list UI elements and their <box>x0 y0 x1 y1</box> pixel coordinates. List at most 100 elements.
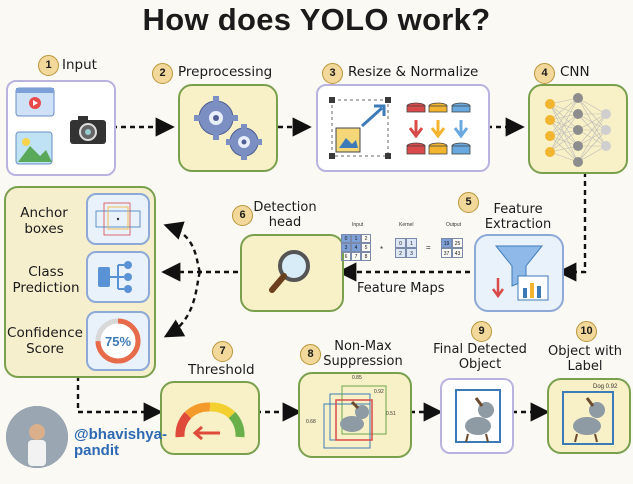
step-8-line2: Suppression <box>323 354 403 369</box>
step-1-label: Input <box>62 57 97 73</box>
class-line2: Prediction <box>12 280 80 296</box>
anchor-line1: Anchor <box>20 205 68 221</box>
step-1-badge: 1 <box>38 55 59 76</box>
fm-k-cell: 3 <box>406 248 417 258</box>
fm-in-cell: 6 <box>341 252 351 261</box>
confidence-line1: Confidence <box>7 325 83 341</box>
fm-star: * <box>380 245 384 254</box>
step-3-badge: 3 <box>322 63 343 84</box>
fm-k-cell: 2 <box>395 248 406 258</box>
funnel-chart-icon <box>491 245 549 301</box>
step-6-label: Detection head <box>250 200 320 230</box>
fm-k-cell: 0 <box>395 238 406 248</box>
confidence-gauge: 75% <box>95 318 141 364</box>
dog-labeled-icon <box>562 391 614 445</box>
threshold-gauge-icon <box>175 402 245 441</box>
class-prediction-card <box>86 251 150 303</box>
class-line1: Class <box>28 264 64 280</box>
fm-kernel-label: Kernel <box>399 222 414 228</box>
person-icon <box>6 406 68 468</box>
step-8-badge: 8 <box>300 344 321 365</box>
author-line2: pandit <box>74 442 119 459</box>
fm-in-cell: 7 <box>351 252 361 261</box>
fm-in-cell: 4 <box>351 243 361 252</box>
magnifier-icon <box>269 250 310 293</box>
step-2-label: Preprocessing <box>178 64 273 80</box>
preprocessing-card <box>178 84 278 172</box>
confidence-value: 75% <box>105 334 131 349</box>
author-avatar <box>6 406 68 468</box>
step-2-badge: 2 <box>152 63 173 84</box>
fm-input-matrix: 0 1 2 3 4 5 6 7 8 <box>341 234 371 261</box>
fm-in-cell: 5 <box>361 243 371 252</box>
neural-network-icon <box>545 93 611 167</box>
feature-extraction-card <box>474 234 564 312</box>
threshold-card <box>160 381 260 455</box>
nms-boxes-icon <box>323 385 387 449</box>
arrow-to-anchor <box>163 221 202 273</box>
step-9-line1: Final Detected <box>433 342 527 357</box>
step-5-line2: Extraction <box>484 217 552 232</box>
step-10-line1: Object with <box>547 344 623 359</box>
anchor-line2: boxes <box>24 221 64 237</box>
fm-in-cell: 8 <box>361 252 371 261</box>
fm-in-cell: 2 <box>361 234 371 243</box>
nms-score-1: 0.85 <box>352 375 362 381</box>
step-8-line1: Non-Max <box>334 339 392 354</box>
step-9-line2: Object <box>458 357 502 372</box>
page-title: How does YOLO work? <box>142 2 491 37</box>
labeled-object-card: Dog 0.92 <box>547 378 631 454</box>
fm-output-matrix: 19 25 37 43 <box>441 238 463 258</box>
input-card <box>6 80 116 176</box>
fm-in-cell: 0 <box>341 234 351 243</box>
resize-normalize-card <box>316 84 490 172</box>
anchor-boxes-card <box>86 193 150 245</box>
step-6-line2: head <box>268 215 302 230</box>
step-3-label: Resize & Normalize <box>348 64 479 80</box>
confidence-line2: Score <box>26 341 64 357</box>
input-media-icons <box>15 87 106 165</box>
feature-maps-label: Feature Maps <box>357 281 445 296</box>
step-6-badge: 6 <box>232 205 253 226</box>
fm-in-cell: 1 <box>351 234 361 243</box>
step-5-badge: 5 <box>458 192 479 213</box>
fm-in-cell: 3 <box>341 243 351 252</box>
step-8-label: Non-Max Suppression <box>318 339 408 369</box>
arrow-4-5 <box>557 172 587 282</box>
step-5-label: Feature Extraction <box>478 202 558 232</box>
confidence-score-card: 75% <box>86 311 150 371</box>
fm-o-cell: 37 <box>441 248 452 258</box>
hierarchy-icon <box>98 261 132 293</box>
nms-score-2: 0.92 <box>374 389 384 395</box>
step-9-label: Final Detected Object <box>428 342 532 372</box>
fm-o-cell: 19 <box>441 238 452 248</box>
author-handle: @bhavishya- pandit <box>74 427 167 459</box>
anchor-boxes-icon <box>95 202 141 236</box>
class-prediction-label: Class Prediction <box>6 264 86 296</box>
step-10-label: Object with Label <box>540 344 630 374</box>
resize-normalize-icons <box>329 97 471 159</box>
confidence-score-label: Confidence Score <box>4 325 86 357</box>
step-10-line2: Label <box>567 359 603 374</box>
step-6-line1: Detection <box>253 200 317 215</box>
step-7-label: Threshold <box>188 362 255 378</box>
nms-card <box>298 372 412 458</box>
step-7-badge: 7 <box>212 341 233 362</box>
step-9-badge: 9 <box>471 321 492 342</box>
detection-head-card <box>240 234 344 312</box>
arrow-outputs-7 <box>76 376 163 422</box>
arrow-to-confidence <box>163 271 202 338</box>
fm-k-cell: 1 <box>406 238 417 248</box>
cnn-card <box>528 84 628 174</box>
step-5-line1: Feature <box>493 202 543 217</box>
nms-score-4: 0.51 <box>386 411 396 417</box>
fm-o-cell: 25 <box>452 238 463 248</box>
step-4-label: CNN <box>560 64 590 80</box>
fm-output-label: Output <box>446 222 462 228</box>
dog-label: Dog 0.92 <box>593 384 618 390</box>
anchor-boxes-label: Anchor boxes <box>8 205 80 237</box>
nms-score-3: 0.68 <box>306 419 316 425</box>
fm-input-label: Input <box>352 222 364 228</box>
fm-o-cell: 43 <box>452 248 463 258</box>
